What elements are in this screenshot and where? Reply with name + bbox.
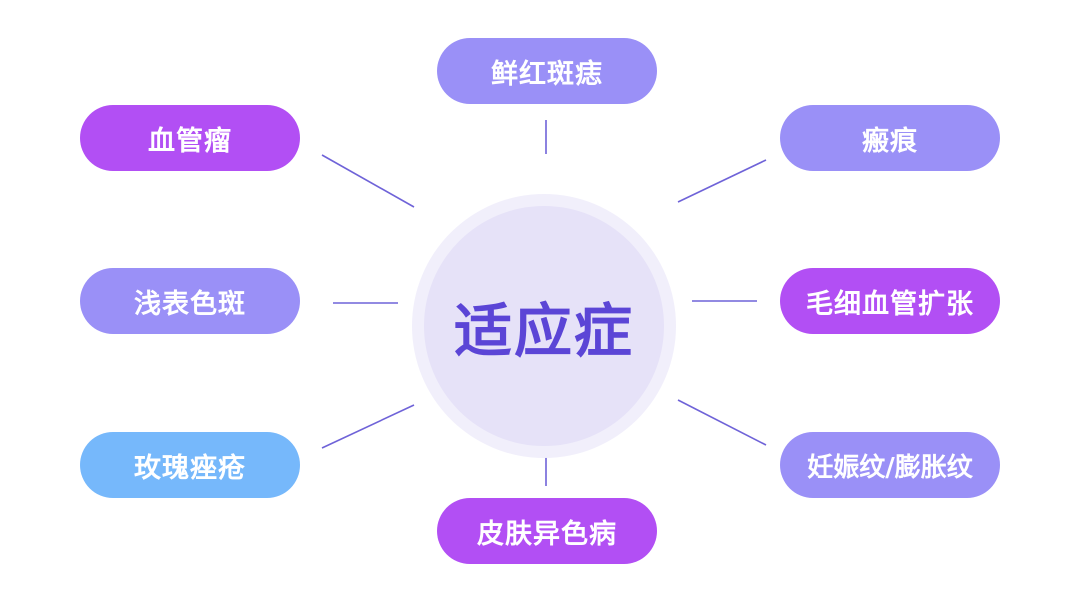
node-scar: 瘢痕 [780,105,1000,171]
center-title: 适应症 [453,297,634,365]
node-telangiectasia: 毛细血管扩张 [780,268,1000,334]
connector-left-3 [321,404,415,449]
connector-right-1 [677,159,767,203]
connector-right-3 [677,399,767,446]
node-poikiloderma: 皮肤异色病 [437,498,657,564]
node-rosacea: 玫瑰痤疮 [80,432,300,498]
node-hemangioma: 血管瘤 [80,105,300,171]
node-port-wine-stain: 鲜红斑痣 [437,38,657,104]
connector-left-1 [321,154,415,208]
center-circle: 适应症 [424,206,664,446]
node-stretch-marks: 妊娠纹/膨胀纹 [780,432,1000,498]
node-superficial-pigmentation: 浅表色斑 [80,268,300,334]
